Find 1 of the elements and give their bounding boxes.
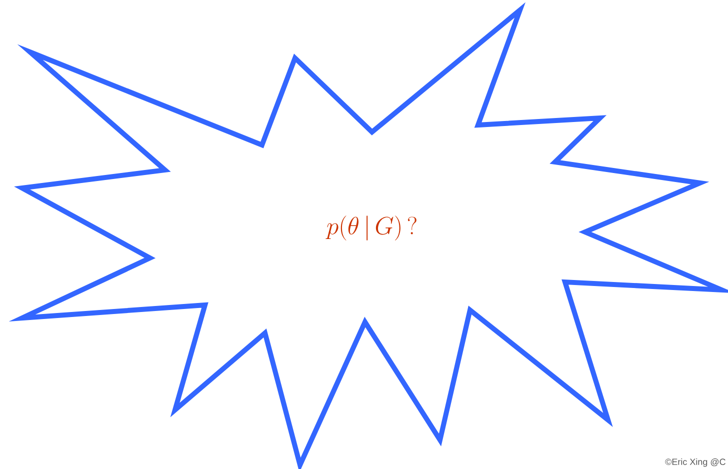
copyright-note: ©Eric Xing @C — [665, 458, 726, 467]
